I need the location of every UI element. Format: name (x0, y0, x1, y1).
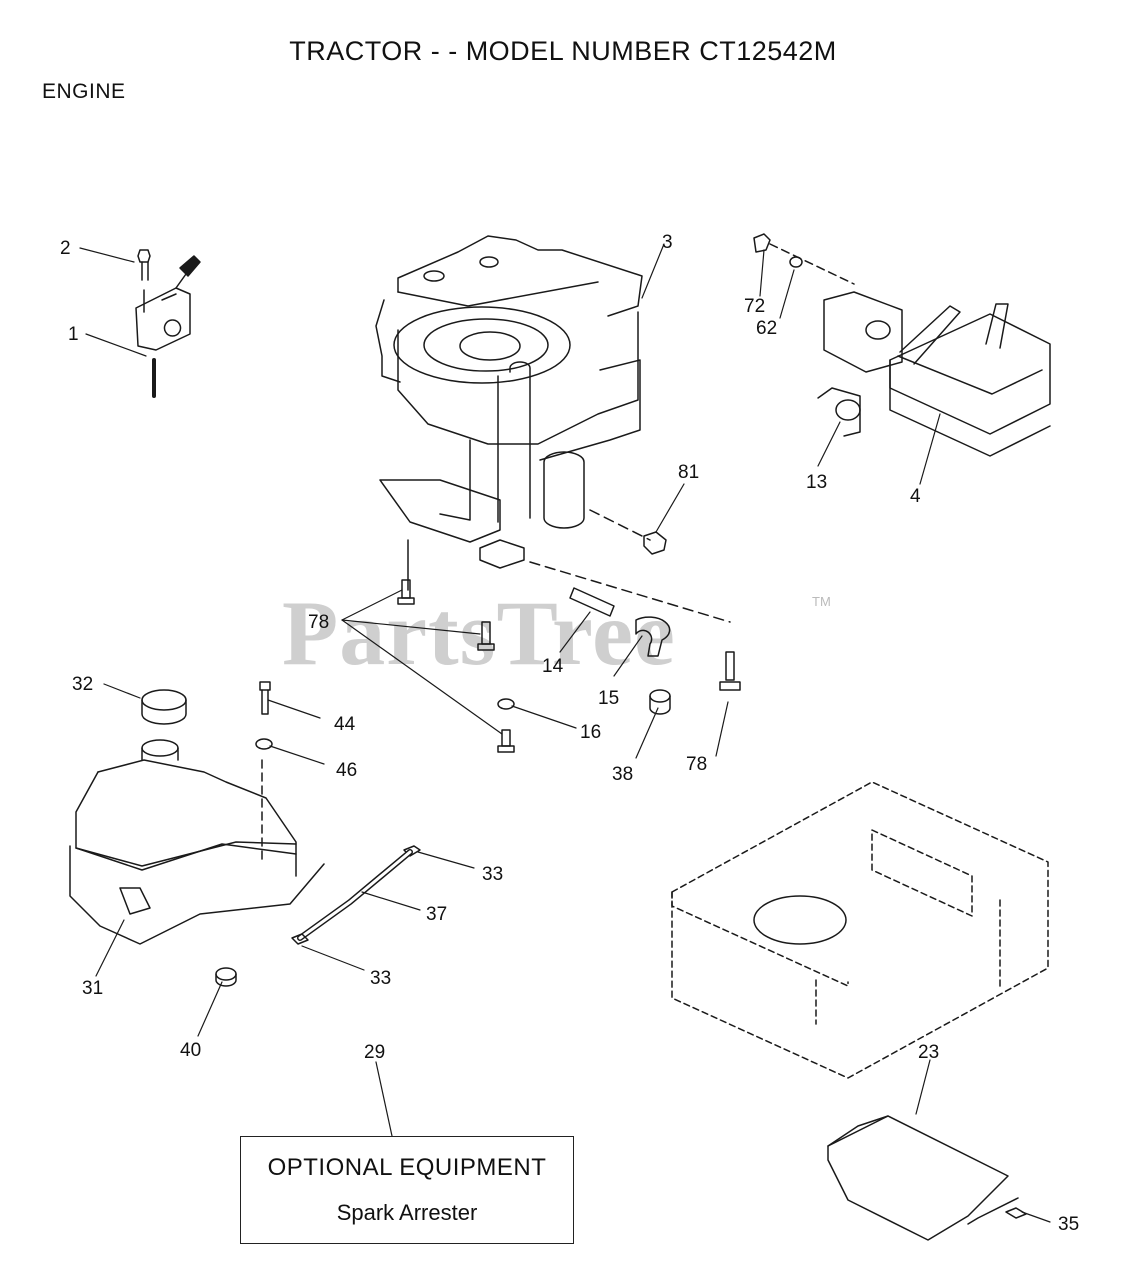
throttle-bracket-drawing (135, 249, 201, 398)
callout-32: 32 (72, 674, 93, 695)
oil-drain-drawing (569, 587, 671, 657)
callout-46: 46 (336, 760, 357, 781)
callout-38: 38 (612, 764, 633, 785)
optional-equipment-title: OPTIONAL EQUIPMENT (267, 1154, 547, 1181)
callout-33-upper: 33 (482, 864, 503, 885)
callout-35: 35 (1058, 1214, 1079, 1235)
optional-equipment-box: OPTIONAL EQUIPMENT Spark Arrester (240, 1136, 574, 1244)
bolt-and-washer-drawing (753, 233, 855, 285)
plug-81-drawing (643, 531, 667, 555)
bolts-78-drawing (397, 579, 741, 753)
callout-62: 62 (756, 318, 777, 339)
callout-23: 23 (918, 1042, 939, 1063)
callout-78: 78 (308, 612, 329, 633)
callout-numbers: 2 1 3 72 62 13 4 81 78 14 15 32 44 16 46… (60, 232, 1079, 1235)
callout-3: 3 (662, 232, 673, 253)
callout-16: 16 (580, 722, 601, 743)
engine-mount-plate-drawing (671, 781, 1049, 1079)
callout-1: 1 (68, 324, 79, 345)
leader-lines (79, 243, 1051, 1223)
diagram-title: TRACTOR - - MODEL NUMBER CT12542M (289, 36, 837, 66)
mount-plate-hole (753, 895, 847, 945)
bracket-plate-23-drawing (827, 1115, 1027, 1241)
callout-4: 4 (910, 486, 921, 507)
callout-31: 31 (82, 978, 103, 999)
engine-drawing (375, 235, 731, 623)
callout-2: 2 (60, 238, 71, 259)
section-label: ENGINE (42, 80, 126, 103)
grommet-40-drawing (215, 967, 237, 987)
partstree-watermark: PartsTree (282, 582, 676, 684)
callout-15: 15 (598, 688, 619, 709)
callout-14: 14 (542, 656, 564, 677)
callout-78-right: 78 (686, 754, 707, 775)
cap-38-drawing (649, 689, 671, 715)
callout-44: 44 (334, 714, 356, 735)
fuel-line-drawing (291, 845, 421, 945)
trademark-mark: TM (812, 594, 831, 609)
callout-33-lower: 33 (370, 968, 391, 989)
muffler-drawing (817, 291, 1051, 457)
callout-72: 72 (744, 296, 765, 317)
callout-40: 40 (180, 1040, 201, 1061)
screws-washers-drawing (255, 681, 515, 750)
callout-29: 29 (364, 1042, 385, 1063)
callout-37: 37 (426, 904, 447, 925)
callout-13: 13 (806, 472, 827, 493)
fuel-tank-drawing (69, 689, 325, 945)
spark-arrester-label: Spark Arrester (336, 1200, 478, 1225)
callout-81: 81 (678, 462, 699, 483)
